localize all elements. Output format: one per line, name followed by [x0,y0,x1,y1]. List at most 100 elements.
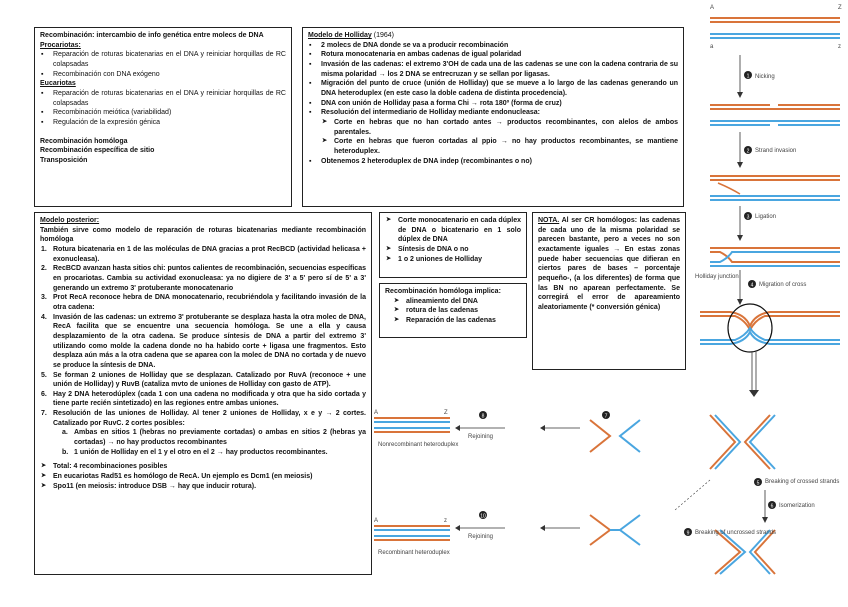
later-model-intro: También sirve como modelo de reparación … [40,226,366,244]
list-item: Resolución del intermediario de Holliday… [308,108,678,118]
implies-list: alineamiento del DNA rotura de las caden… [385,297,521,326]
list-item: Reparación de las cadenas [393,316,521,326]
list-item: Total: 4 recombinaciones posibles [40,462,366,472]
step-item: Rotura bicatenaria en 1 de las moléculas… [40,245,366,264]
rejoining-bottom: Rejoining 10 [455,511,580,540]
list-subitem: Corte en hebras que fueron cortadas al p… [308,137,678,156]
recombination-overview-box: Recombinación: intercambio de info genét… [34,27,292,207]
holliday-diagram-column: A Z a z 1 Nicking 2 Strand invasion [695,5,842,397]
label-rejoining-bottom: Rejoining [468,534,493,540]
stage-3 [710,175,840,201]
list-item: Recombinación meiótica (variabilidad) [40,108,286,118]
list-item: Spo11 (en meiosis: introduce DSB → hay q… [40,482,366,492]
label-breaking-uncrossed: Breaking of uncrossed strands [695,530,776,536]
later-model-box: Modelo posterior: También sirve como mod… [34,212,372,575]
label-nonrecombinant: Nonrecombinant heteroduplex [378,442,458,448]
type-site-specific: Recombinación específica de sitio [40,147,155,155]
label-strand-invasion: Strand invasion [755,148,796,154]
holliday-model-box: Modelo de Holliday (1964) 2 molecs de DN… [302,27,684,207]
later-model-title: Modelo posterior: [40,217,100,224]
product-recombinant: A z Recombinant heteroduplex [374,518,450,556]
footer-list: Total: 4 recombinaciones posibles En euc… [40,462,366,491]
step-item: Hay 2 DNA heterodúplex (cada 1 con una c… [40,390,366,409]
list-item: Rotura monocatenaria en ambas cadenas de… [308,50,678,60]
step-subitem: 1 unión de Holliday en el 1 y el otro en… [40,448,366,458]
note-body: Al ser CR homólogos: las cadenas de cada… [538,217,680,311]
list-item: 1 o 2 uniones de Holliday [385,255,521,265]
list-item: DNA con unión de Holliday pasa a forma C… [308,99,678,109]
num-5: 5 [757,481,760,487]
double-arrow-down [749,352,759,397]
label-a-top: A [710,5,714,11]
cut-options-box: Corte monocatenario en cada dúplex de DN… [379,212,527,278]
label-z-bot: z [838,44,841,50]
list-item: Síntesis de DNA o no [385,245,521,255]
list-item: Migración del punto de cruce (unión de H… [308,79,678,98]
list-item: alineamiento del DNA [393,297,521,307]
num-3: 3 [747,215,750,221]
label-nicking: Nicking [755,74,775,80]
isomerization: 6 Isomerization [674,479,815,523]
holliday-heading: Modelo de Holliday (1964) [308,31,678,41]
prok-heading: Procariotas: [40,41,81,49]
step-4-migration: 4 Migration of cross [737,270,806,305]
list-item: En eucariotas Rad51 es homólogo de RecA.… [40,472,366,482]
stage-2 [710,104,840,126]
step-item: Se forman 2 uniones de Holliday que se d… [40,371,366,390]
step-1-nicking: 1 Nicking [737,55,775,98]
stage-5 [700,303,840,353]
list-item: Reparación de roturas bicatenarias en el… [40,89,286,108]
label-ligation: Ligation [755,214,776,220]
product-z-bot: z [444,518,447,524]
list-item: Reparación de roturas bicatenarias en el… [40,50,286,69]
note-box: NOTA. Al ser CR homólogos: las cadenas d… [532,212,686,370]
product-nonrecombinant: A Z Nonrecombinant heteroduplex [374,410,458,448]
homologous-implies-box: Recombinación homóloga implica: alineami… [379,283,527,338]
num-4: 4 [751,283,754,289]
stage-4: Holliday junction [695,247,840,280]
num-1: 1 [747,74,750,80]
step-3-ligation: 3 Ligation [737,206,776,241]
euk-heading: Eucariotas [40,80,76,88]
label-a-bot: a [710,44,714,50]
list-item: Invasión de las cadenas: el extremo 3'OH… [308,60,678,79]
list-item: Regulación de la expresión génica [40,118,286,128]
step-item: Prot RecA reconoce hebra de DNA monocate… [40,293,366,312]
step-item: Invasión de las cadenas: un extremo 3' p… [40,313,366,371]
type-homologous: Recombinación homóloga [40,137,128,145]
label-recombinant: Recombinant heteroduplex [378,550,450,556]
label-migration: Migration of cross [759,282,806,288]
note-title: NOTA. [538,217,560,224]
euk-list: Reparación de roturas bicatenarias en el… [40,89,286,128]
list-item: 2 molecs de DNA donde se va a producir r… [308,41,678,51]
implies-title: Recombinación homóloga implica: [385,288,501,295]
overview-title: Recombinación: intercambio de info genét… [40,32,264,39]
num-2: 2 [747,149,750,155]
list-item: Recombinación con DNA exógeno [40,70,286,80]
label-isomerization: Isomerization [779,503,815,509]
label-breaking-crossed: Breaking of crossed strands [765,479,839,485]
label-holliday-junction: Holliday junction [695,274,739,280]
label-rejoining-top: Rejoining [468,434,493,440]
type-transposition: Transposición [40,156,88,164]
cut-options-list: Corte monocatenario en cada dúplex de DN… [385,216,521,264]
resolution-diagram: 5 Breaking of crossed strands 7 A Z Nonr… [374,410,839,575]
list-item: Corte monocatenario en cada dúplex de DN… [385,216,521,245]
holliday-title: Modelo de Holliday [308,32,372,39]
stage-1: A Z a z [710,5,842,50]
num-7: 7 [605,414,608,420]
cross-top: 5 Breaking of crossed strands [709,414,839,487]
product-z: Z [444,410,448,416]
step-item: Resolución de las uniones de Holliday. A… [40,409,366,428]
holliday-year: (1964) [373,32,394,39]
step-subitem: Ambas en sitios 1 (hebras no previamente… [40,428,366,447]
list-item: rotura de las cadenas [393,306,521,316]
cross-bottom-middle [589,514,641,546]
rejoining-top: Rejoining 8 [455,411,580,440]
list-subitem: Corte en hebras que no han cortado antes… [308,118,678,137]
product-a-bot: A [374,518,378,524]
num-6: 6 [771,504,774,510]
label-z-top: Z [838,5,842,11]
num-9: 9 [687,531,690,537]
num-10: 10 [480,514,486,520]
